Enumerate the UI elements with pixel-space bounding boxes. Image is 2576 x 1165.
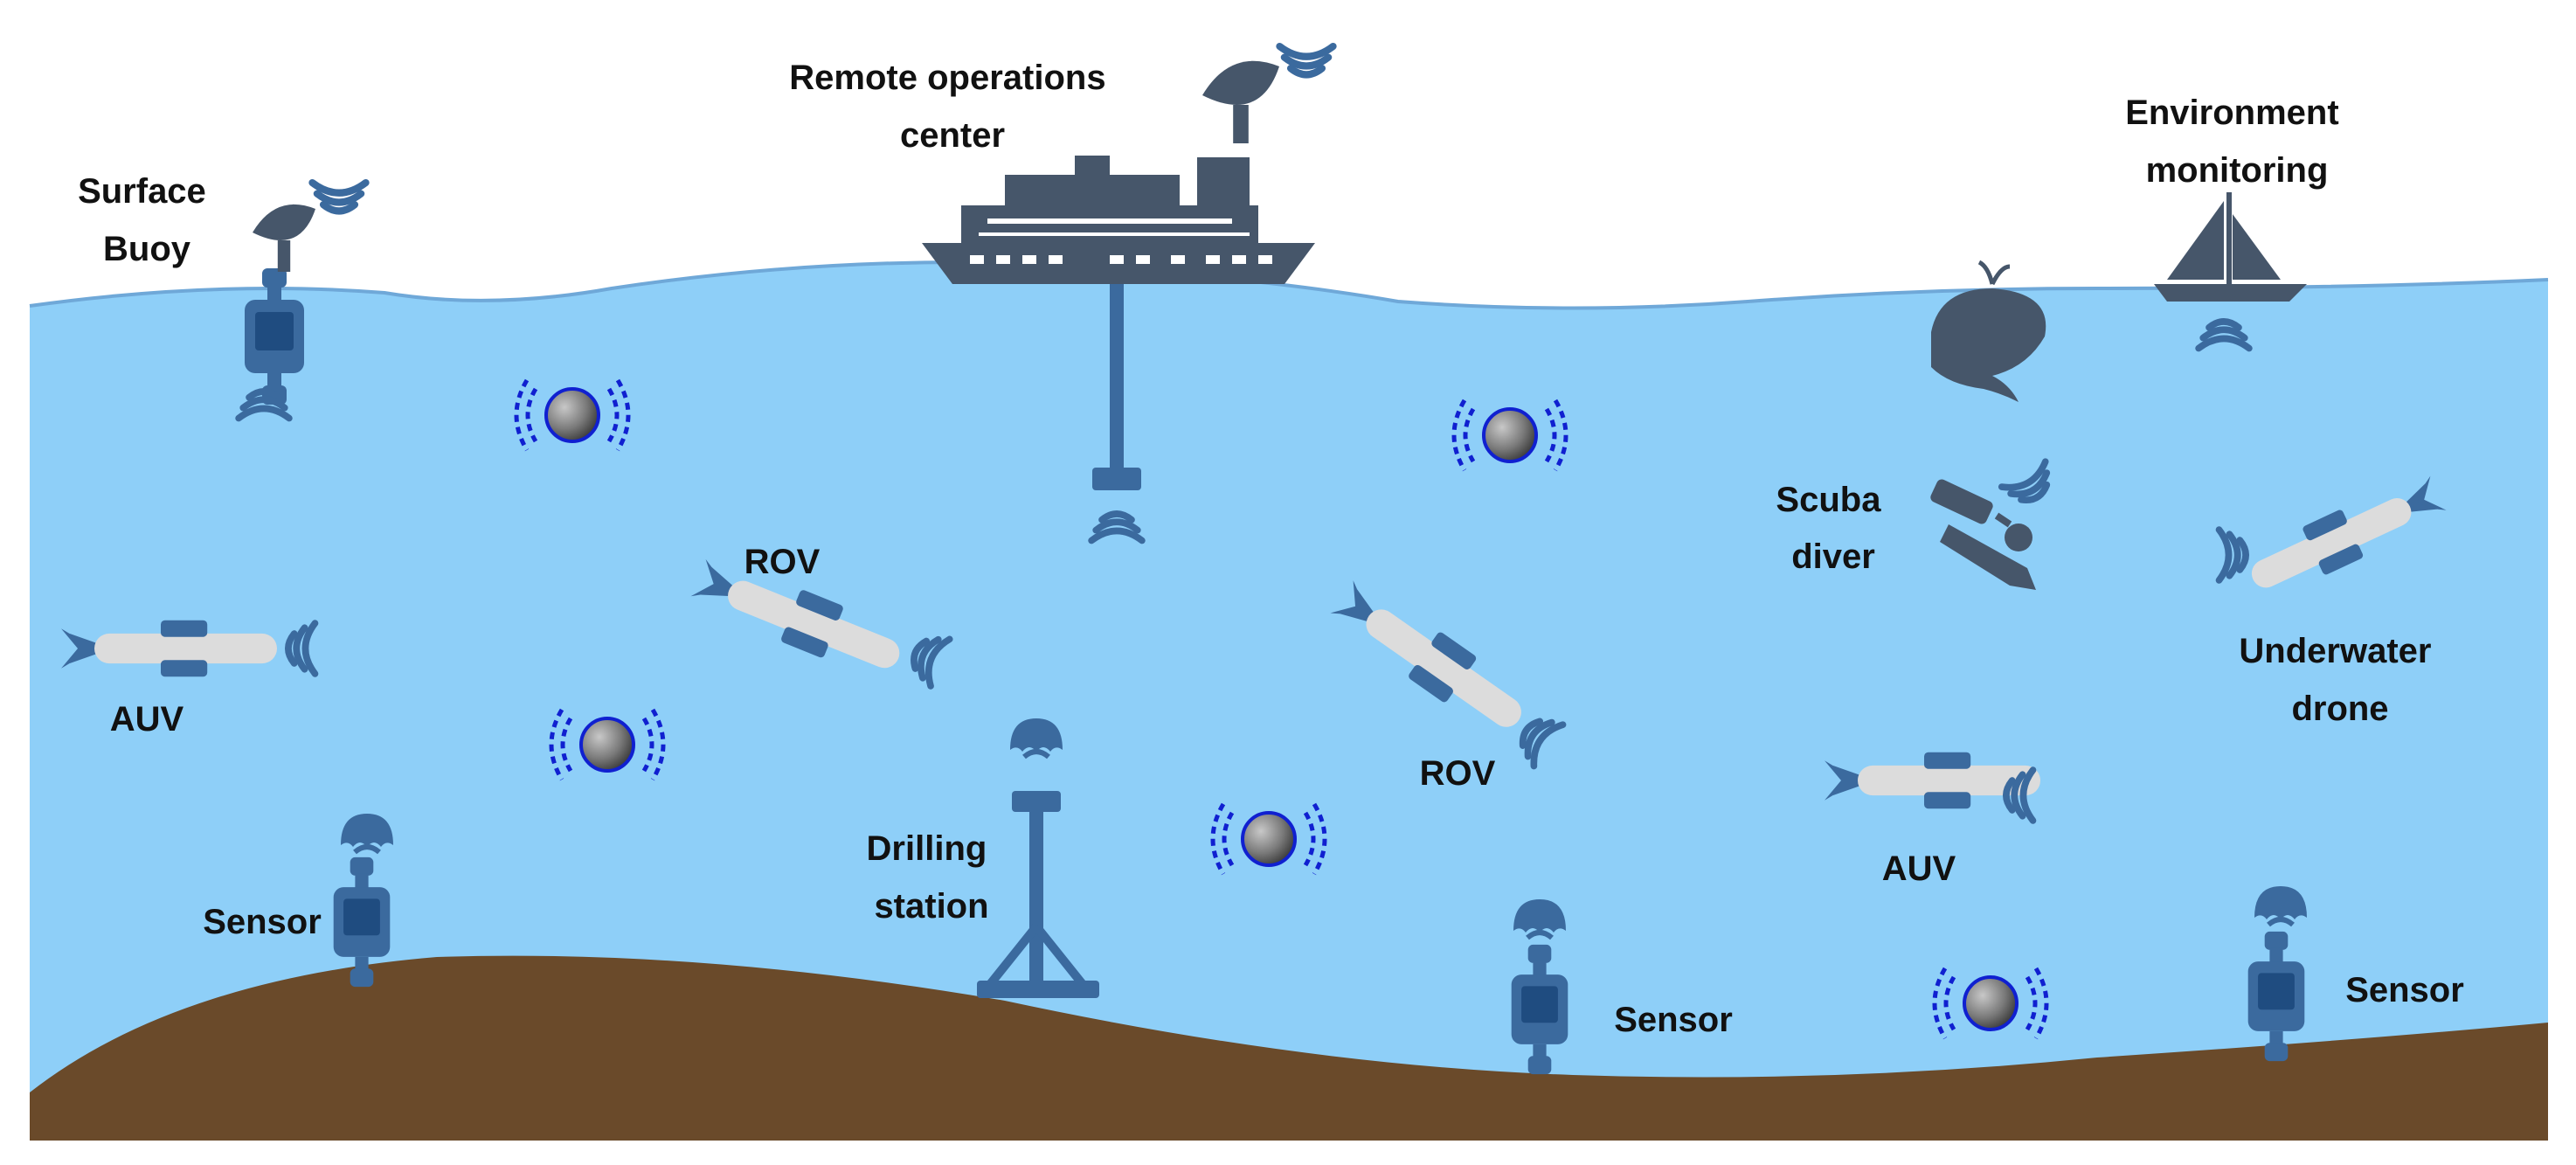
label-sensor-3: Sensor	[2345, 971, 2464, 1009]
label-environment-monitoring: Environment monitoring	[2125, 94, 2349, 190]
label-drilling-station: Drilling station	[867, 829, 997, 926]
satellite-dish-icon	[1202, 61, 1279, 143]
signal-wave-icon	[312, 183, 365, 211]
diver-icon	[1930, 479, 2036, 590]
label-underwater-drone: Underwater drone	[2239, 632, 2441, 728]
label-rov-2: ROV	[1420, 754, 1496, 793]
label-sensor-1: Sensor	[203, 903, 322, 941]
label-rov-1: ROV	[744, 543, 821, 581]
water	[30, 262, 2548, 1136]
sailboat-icon	[2154, 192, 2307, 302]
ship-icon	[922, 156, 1315, 490]
label-surface-buoy: Surface Buoy	[78, 172, 216, 268]
seabed	[30, 955, 2548, 1141]
whale-icon	[1931, 260, 2046, 402]
label-remote-operations-center: Remote operations center	[789, 59, 1115, 155]
drill-tower-icon	[977, 791, 1099, 998]
label-auv-1: AUV	[110, 700, 184, 739]
label-auv-2: AUV	[1882, 849, 1956, 888]
satellite-dish-icon	[253, 205, 315, 272]
signal-wave-icon	[1279, 46, 1333, 74]
label-sensor-2: Sensor	[1614, 1001, 1733, 1039]
label-scuba-diver: Scuba diver	[1776, 481, 1890, 576]
